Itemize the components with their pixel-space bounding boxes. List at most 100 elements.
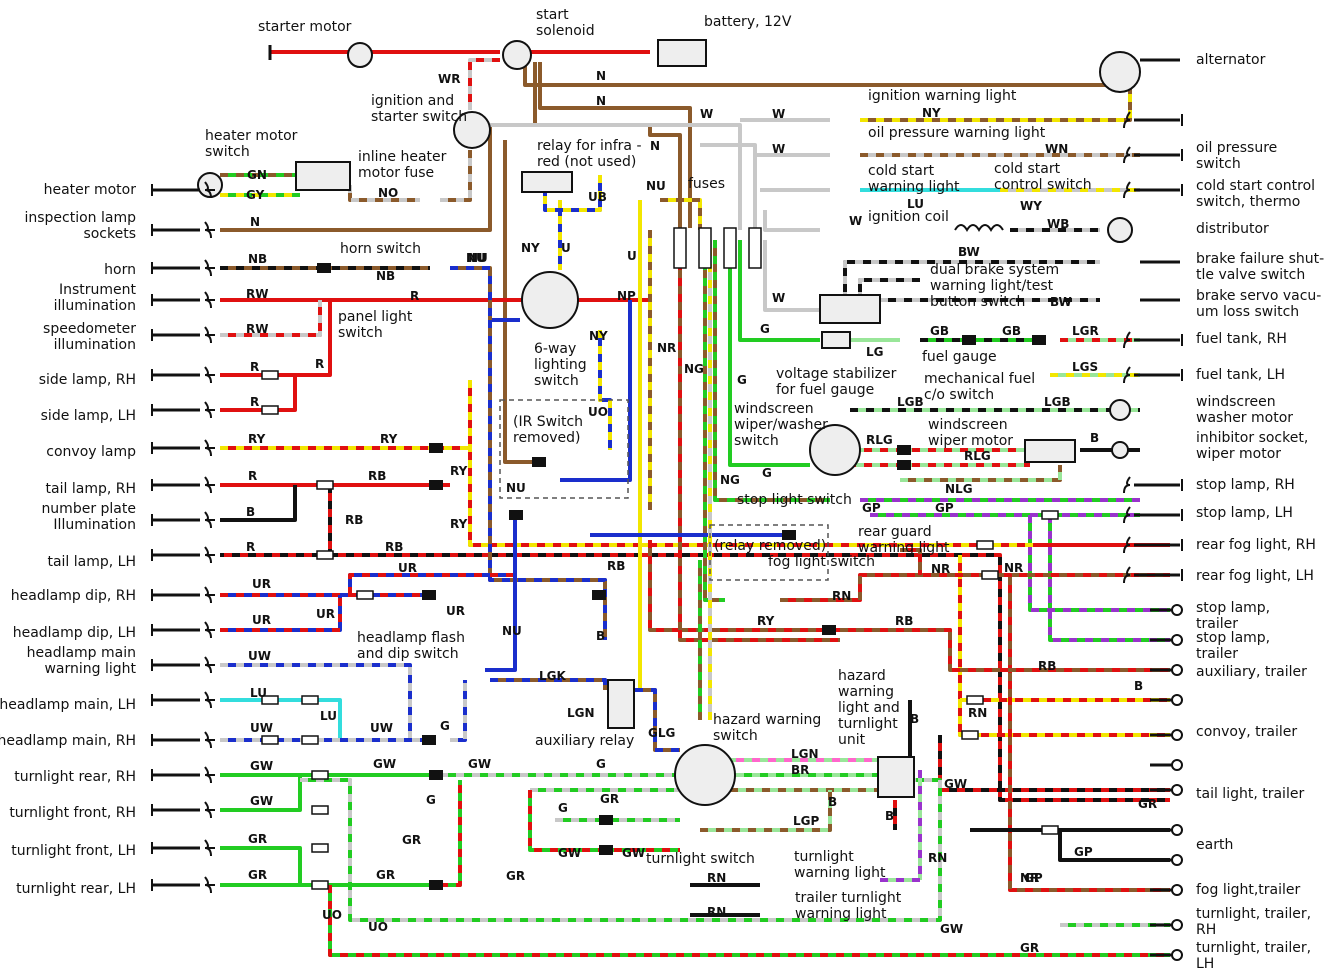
relay-icon — [521, 171, 573, 193]
wire-connector — [311, 843, 329, 853]
wire-connector — [976, 540, 994, 550]
left-label-turnlight-front-lh: turnlight front, LH — [11, 843, 136, 859]
wire-code: G — [558, 801, 568, 815]
left-lamp-icon — [151, 326, 215, 344]
wire-code: UR — [252, 577, 271, 591]
wire-code: GW — [622, 846, 645, 860]
wire-code: GN — [247, 168, 267, 182]
wire-code: RN — [928, 851, 947, 865]
wire-code: WR — [438, 72, 460, 86]
trailer-socket-icon — [1150, 949, 1183, 961]
trailer-socket-icon — [1150, 759, 1183, 771]
wire-code: GR — [506, 869, 525, 883]
wire-code: RLG — [964, 449, 991, 463]
wire-code: GR — [376, 868, 395, 882]
wire-nlg — [900, 465, 1062, 482]
wire-code: RY — [248, 432, 266, 446]
wire-n-fuses — [538, 62, 692, 228]
trailer-socket-icon — [1150, 884, 1183, 896]
relay-removed-box — [709, 524, 829, 581]
wire-code: WY — [1020, 199, 1042, 213]
wire-connector — [261, 735, 279, 745]
wire-code: UO — [588, 405, 608, 419]
plug-connector — [1032, 335, 1046, 345]
wire-code: BR — [791, 763, 809, 777]
wire-code: LGN — [567, 706, 595, 720]
left-lamp-icon — [151, 546, 215, 564]
plug-connector — [599, 845, 613, 855]
wire-code: GW — [944, 777, 967, 791]
wire-code: G — [440, 719, 450, 733]
component-label-relay-removed: (relay removed) — [714, 538, 826, 554]
wire-n-relay — [533, 62, 682, 228]
left-lamp-icon — [151, 511, 215, 529]
wire-code: RY — [450, 464, 468, 478]
right-label-turnlight-trailer-rh: turnlight, trailer,RH — [1196, 906, 1311, 938]
wire-connector — [311, 770, 329, 780]
wire-code: GR — [402, 833, 421, 847]
right-label-stop-lamp-lh: stop lamp, LH — [1196, 505, 1293, 521]
washer-motor-icon — [1109, 399, 1131, 421]
wire-code: UO — [322, 908, 342, 922]
wire-u-flash — [485, 520, 517, 672]
wire-code: U — [561, 241, 571, 255]
wire-b-earth2 — [1058, 830, 1170, 862]
right-label-stop-lamp-trailer-2: stop lamp,trailer — [1196, 630, 1270, 662]
wire-ry2 — [468, 380, 1040, 547]
left-lamp-icon — [151, 766, 215, 784]
right-label-inhibitor-socket: inhibitor socket,wiper motor — [1196, 430, 1308, 462]
wire-w-oil — [700, 143, 757, 230]
wire-code: R — [250, 360, 259, 374]
wire-r-side — [220, 300, 332, 377]
wire-w-ign — [490, 123, 742, 230]
right-lamp-icon — [1123, 111, 1183, 129]
wire-nu2 — [490, 678, 607, 690]
wire-code: NG — [684, 362, 704, 376]
wire-rw — [220, 300, 322, 337]
component-label-battery: battery, 12V — [704, 14, 792, 30]
component-label-relay-infrared: relay for infra -red (not used) — [537, 138, 642, 170]
wire-code: NY — [521, 241, 540, 255]
starter-motor-icon — [347, 42, 373, 68]
wire-w-coil — [763, 210, 820, 232]
component-label-fuel-gauge: fuel gauge — [922, 349, 997, 365]
wire-code: G — [760, 322, 770, 336]
left-lamp-icon — [151, 876, 215, 894]
right-label-stop-lamp-rh: stop lamp, RH — [1196, 477, 1295, 493]
wire-code: RN — [832, 589, 851, 603]
wire-code: NP — [617, 289, 636, 303]
wire-code: W — [772, 142, 785, 156]
left-label-headlamp-dip-lh: headlamp dip, LH — [13, 625, 136, 641]
wire-gr — [440, 780, 462, 887]
wire-code: GW — [373, 757, 396, 771]
left-label-tail-lamp-rh: tail lamp, RH — [46, 481, 136, 497]
plug-connector — [429, 880, 443, 890]
fuse-icon — [748, 227, 762, 269]
wire-code: U — [627, 249, 637, 263]
wire-rb-trailer — [938, 735, 1170, 792]
wire-code: RB — [385, 540, 403, 554]
wire-code: UW — [370, 721, 393, 735]
wiper-motor-icon — [1024, 439, 1076, 463]
wire-code: NU — [468, 251, 488, 265]
left-lamp-icon — [151, 439, 215, 457]
wire-code: R — [315, 357, 324, 371]
wire-code: W — [700, 107, 713, 121]
wire-code: NU — [506, 481, 526, 495]
component-label-auxiliary-relay: auxiliary relay — [535, 733, 634, 749]
wire-code: RN — [968, 706, 987, 720]
wire-code: GW — [940, 922, 963, 936]
wire-code: GY — [246, 188, 265, 202]
plug-connector — [422, 735, 436, 745]
wire-code: NU — [502, 624, 522, 638]
component-label-oil-pressure-warning: oil pressure warning light — [868, 125, 1046, 141]
wire-code: RY — [450, 517, 468, 531]
wire-connector — [261, 405, 279, 415]
wire-ry-convoy2 — [958, 700, 1170, 737]
